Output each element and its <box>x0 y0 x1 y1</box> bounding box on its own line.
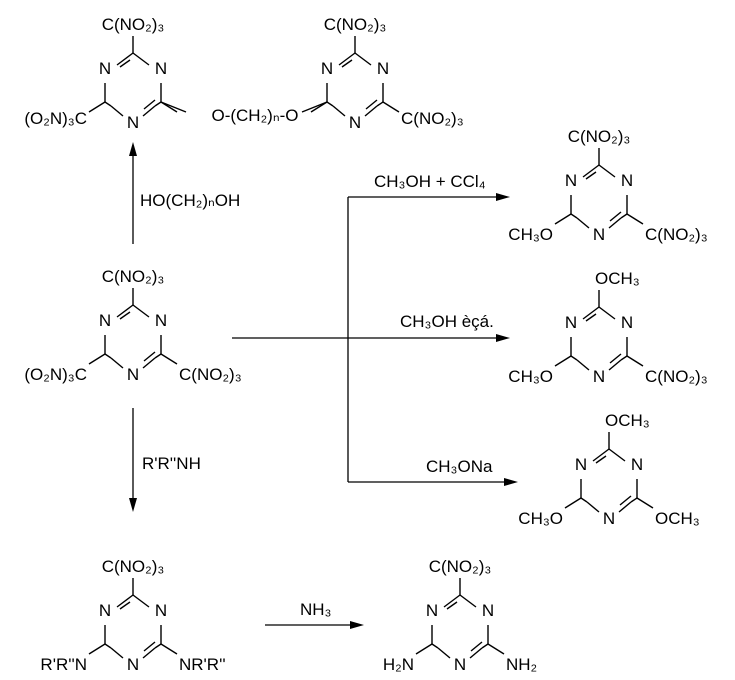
ring-nitrogen: N <box>603 509 615 528</box>
arrowhead <box>504 478 518 486</box>
ring-nitrogen: N <box>127 113 139 132</box>
ring-nitrogen: N <box>155 59 167 78</box>
methoxy-label: OCH₃ <box>655 509 700 528</box>
reagent-branch-1-label: CH₃OH + CCl₄ <box>374 172 486 191</box>
trinitromethyl-label: C(NO₂)₃ <box>429 557 492 576</box>
amino-label: NH₂ <box>506 655 537 674</box>
arrowhead <box>496 334 510 342</box>
trinitromethyl-label: C(NO₂)₃ <box>102 267 165 286</box>
methoxy-label: CH₃O <box>518 509 563 528</box>
bottom-amino-triazine: N N N C(NO₂)₃ H₂N NH₂ <box>383 557 537 674</box>
reagent-branch-2-label: CH₃OH èçá. <box>400 312 494 331</box>
reagent-diol-label: HO(CH₂)ₙOH <box>140 191 240 210</box>
ring-nitrogen: N <box>127 365 139 384</box>
ring-nitrogen: N <box>631 455 643 474</box>
trinitromethyl-label: C(NO₂)₃ <box>568 127 631 146</box>
trinitromethyl-label: (O₂N)₃C <box>24 365 87 384</box>
amine-label: NR'R'' <box>179 655 226 674</box>
product-3-triazine: N N N OCH₃ CH₃O OCH₃ <box>518 411 699 528</box>
ring-nitrogen: N <box>565 313 577 332</box>
ring-nitrogen: N <box>593 225 605 244</box>
product-2-triazine: N N N OCH₃ CH₃O C(NO₂)₃ <box>508 269 707 386</box>
diol-linker-label: O-(CH₂)ₙ-O <box>211 106 298 125</box>
arrowhead <box>496 193 510 201</box>
ring-nitrogen: N <box>349 113 361 132</box>
ring-nitrogen: N <box>621 313 633 332</box>
trinitromethyl-label: (O₂N)₃C <box>24 109 87 128</box>
ring-nitrogen: N <box>99 59 111 78</box>
trinitromethyl-label: C(NO₂)₃ <box>401 109 464 128</box>
ring-nitrogen: N <box>321 59 333 78</box>
bottom-amine-triazine: N N N C(NO₂)₃ R'R''N NR'R'' <box>40 557 225 674</box>
reagent-ammonia-label: NH₃ <box>300 600 331 619</box>
reagent-branch-3-label: CH₃ONa <box>426 457 493 476</box>
ring-nitrogen: N <box>454 655 466 674</box>
ring-nitrogen: N <box>99 311 111 330</box>
methoxy-label: CH₃O <box>508 367 553 386</box>
trinitromethyl-label: C(NO₂)₃ <box>102 557 165 576</box>
ring-nitrogen: N <box>155 311 167 330</box>
amine-label: R'R''N <box>40 655 87 674</box>
trinitromethyl-label: C(NO₂)₃ <box>645 225 708 244</box>
top-dimer-left-ring: N N N C(NO₂)₃ (O₂N)₃C <box>24 15 178 132</box>
methoxy-label: CH₃O <box>508 225 553 244</box>
arrowhead <box>129 498 137 512</box>
trinitromethyl-label: C(NO₂)₃ <box>179 365 242 384</box>
methoxy-label: OCH₃ <box>605 411 650 430</box>
trinitromethyl-label: C(NO₂)₃ <box>324 15 387 34</box>
ring-nitrogen: N <box>575 455 587 474</box>
ring-nitrogen: N <box>99 601 111 620</box>
ring-nitrogen: N <box>621 171 633 190</box>
amino-label: H₂N <box>383 655 414 674</box>
arrowhead <box>129 142 137 156</box>
ring-nitrogen: N <box>377 59 389 78</box>
trinitromethyl-label: C(NO₂)₃ <box>645 367 708 386</box>
arrowhead <box>350 621 364 629</box>
trinitromethyl-label: C(NO₂)₃ <box>102 15 165 34</box>
reagent-amine-label: R'R''NH <box>142 454 201 473</box>
methoxy-label: OCH₃ <box>595 269 640 288</box>
ring-nitrogen: N <box>565 171 577 190</box>
center-triazine: N N N C(NO₂)₃ (O₂N)₃C C(NO₂)₃ <box>24 267 241 384</box>
ring-nitrogen: N <box>127 655 139 674</box>
ring-nitrogen: N <box>426 601 438 620</box>
ring-nitrogen: N <box>593 367 605 386</box>
ring-nitrogen: N <box>155 601 167 620</box>
product-1-triazine: N N N C(NO₂)₃ CH₃O C(NO₂)₃ <box>508 127 707 244</box>
ring-nitrogen: N <box>482 601 494 620</box>
top-dimer-right-ring: N N N C(NO₂)₃ C(NO₂)₃ <box>310 15 464 132</box>
